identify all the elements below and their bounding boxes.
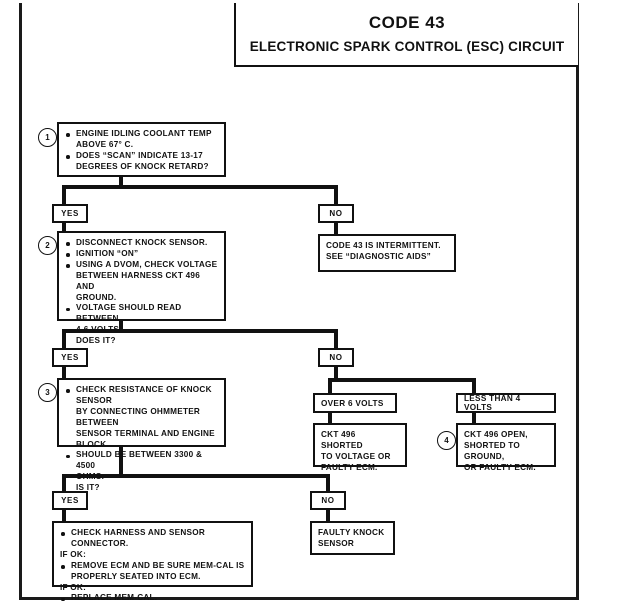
step-4-line-3: OR FAULTY ECM. bbox=[464, 462, 536, 472]
connector-yes1-to-step2 bbox=[62, 223, 66, 237]
step-2-line-8: DOES IT? bbox=[76, 336, 116, 346]
connector-rail1-yes-down bbox=[62, 185, 66, 205]
step-3-line-4: SHOULD BE BETWEEN 3300 & 4500 bbox=[65, 450, 218, 472]
page-frame-bottom-rule bbox=[19, 597, 579, 600]
outcome-intermittent-box: CODE 43 IS INTERMITTENT. SEE “DIAGNOSTIC… bbox=[318, 234, 456, 272]
step-3-box: CHECK RESISTANCE OF KNOCK SENSOR BY CONN… bbox=[57, 378, 226, 492]
outcome-faulty-knock-sensor-list: FAULTY KNOCK SENSOR bbox=[318, 528, 387, 550]
step-2-line-2: IGNITION “ON” bbox=[65, 249, 218, 260]
step-1-line-1: ENGINE IDLING COOLANT TEMP bbox=[65, 129, 218, 140]
plate-over-6-volts: OVER 6 VOLTS bbox=[313, 393, 397, 413]
step-3-line-3: SENSOR TERMINAL AND ENGINE BLOCK bbox=[76, 428, 215, 449]
step-2-box: DISCONNECT KNOCK SENSOR. IGNITION “ON” U… bbox=[57, 231, 226, 345]
outcome-shorted-voltage-line-3: FAULTY ECM. bbox=[321, 462, 378, 472]
outcome-faulty-knock-sensor-line-2: SENSOR bbox=[318, 538, 355, 548]
step-3-list: CHECK RESISTANCE OF KNOCK SENSOR BY CONN… bbox=[65, 385, 218, 494]
final-action-line-3: REMOVE ECM AND BE SURE MEM-CAL IS bbox=[60, 561, 245, 572]
connector-yes3-to-final bbox=[62, 510, 66, 522]
step-number-4: 4 bbox=[437, 431, 456, 450]
outcome-intermittent-line-1: CODE 43 IS INTERMITTENT. bbox=[326, 241, 441, 250]
branch-yes-3: YES bbox=[52, 491, 88, 510]
connector-over6-to-outcome bbox=[328, 412, 332, 424]
final-action-line-1: CHECK HARNESS AND SENSOR CONNECTOR. bbox=[60, 528, 245, 550]
step-1-line-2: ABOVE 67° C. bbox=[76, 139, 134, 149]
connector-rail2-no-down bbox=[334, 329, 338, 349]
final-action-line-4: PROPERLY SEATED INTO ECM. bbox=[71, 571, 201, 581]
connector-rail-3 bbox=[62, 474, 330, 478]
connector-rail2-yes-down bbox=[62, 329, 66, 349]
step-2-list: DISCONNECT KNOCK SENSOR. IGNITION “ON” U… bbox=[65, 238, 218, 347]
step-2-line-4: BETWEEN HARNESS CKT 496 AND bbox=[76, 270, 201, 291]
connector-step1-down bbox=[119, 176, 123, 188]
connector-split-right-down bbox=[472, 378, 476, 394]
step-4-line-1: CKT 496 OPEN, bbox=[464, 430, 528, 439]
connector-step3-down bbox=[119, 446, 123, 474]
connector-yes2-to-step3 bbox=[62, 367, 66, 381]
step-3-line-5: OHMS. bbox=[76, 472, 105, 482]
page-frame-right-rule bbox=[576, 3, 579, 600]
step-1-box: ENGINE IDLING COOLANT TEMP ABOVE 67° C. … bbox=[57, 122, 226, 177]
step-number-3: 3 bbox=[38, 383, 57, 402]
connector-no1-to-intermittent bbox=[334, 223, 338, 235]
step-1-list: ENGINE IDLING COOLANT TEMP ABOVE 67° C. … bbox=[65, 129, 218, 173]
step-2-line-1: DISCONNECT KNOCK SENSOR. bbox=[65, 238, 218, 249]
branch-no-1: NO bbox=[318, 204, 354, 223]
branch-yes-2: YES bbox=[52, 348, 88, 367]
step-2-line-3: USING A DVOM, CHECK VOLTAGE bbox=[65, 260, 218, 271]
branch-no-2: NO bbox=[318, 348, 354, 367]
outcome-shorted-voltage-list: CKT 496 SHORTED TO VOLTAGE OR FAULTY ECM… bbox=[321, 430, 399, 474]
step-3-line-6: IS IT? bbox=[76, 483, 100, 493]
outcome-intermittent-list: CODE 43 IS INTERMITTENT. SEE “DIAGNOSTIC… bbox=[326, 241, 448, 263]
step-number-2: 2 bbox=[38, 236, 57, 255]
branch-yes-1: YES bbox=[52, 204, 88, 223]
outcome-intermittent-line-2: SEE “DIAGNOSTIC AIDS” bbox=[326, 251, 432, 261]
connector-rail-1 bbox=[62, 185, 338, 189]
outcome-faulty-knock-sensor-line-1: FAULTY KNOCK bbox=[318, 528, 385, 537]
connector-no3-to-faulty bbox=[326, 510, 330, 522]
connector-step2-down bbox=[119, 320, 123, 332]
final-actions-list: CHECK HARNESS AND SENSOR CONNECTOR. IF O… bbox=[60, 528, 245, 604]
connector-rail-2 bbox=[62, 329, 338, 333]
step-3-line-2: BY CONNECTING OHMMETER BETWEEN bbox=[76, 406, 201, 427]
step-4-box: CKT 496 OPEN, SHORTED TO GROUND, OR FAUL… bbox=[456, 423, 556, 472]
final-action-line-6: REPLACE MEM-CAL. bbox=[60, 593, 245, 604]
step-4-line-2: SHORTED TO GROUND, bbox=[464, 440, 521, 461]
outcome-shorted-voltage-box: CKT 496 SHORTED TO VOLTAGE OR FAULTY ECM… bbox=[313, 423, 407, 472]
step-number-1: 1 bbox=[38, 128, 57, 147]
connector-rail-voltage-split bbox=[328, 378, 476, 382]
connector-split-left-down bbox=[328, 378, 332, 394]
outcome-shorted-voltage-line-1: CKT 496 SHORTED bbox=[321, 430, 363, 450]
final-action-line-5: IF OK: bbox=[60, 582, 87, 592]
plate-less-than-4-volts: LESS THAN 4 VOLTS bbox=[456, 393, 556, 413]
outcome-faulty-knock-sensor-box: FAULTY KNOCK SENSOR bbox=[310, 521, 395, 555]
step-1-line-4: DEGREES OF KNOCK RETARD? bbox=[76, 161, 209, 171]
connector-less4-to-outcome bbox=[472, 412, 476, 424]
code-title: CODE 43 bbox=[368, 12, 446, 32]
title-banner: CODE 43 ELECTRONIC SPARK CONTROL (ESC) C… bbox=[234, 3, 578, 67]
connector-rail3-yes-down bbox=[62, 474, 66, 492]
step-2-line-7: 4-6 VOLTS. bbox=[76, 325, 122, 335]
outcome-shorted-voltage-line-2: TO VOLTAGE OR bbox=[321, 451, 391, 461]
page-frame-left-rule bbox=[19, 3, 22, 600]
final-actions-box: CHECK HARNESS AND SENSOR CONNECTOR. IF O… bbox=[52, 521, 253, 602]
connector-rail3-no-down bbox=[326, 474, 330, 492]
circuit-subtitle: ELECTRONIC SPARK CONTROL (ESC) CIRCUIT bbox=[249, 39, 565, 55]
step-3-line-1: CHECK RESISTANCE OF KNOCK SENSOR bbox=[65, 385, 218, 407]
connector-no2-down bbox=[334, 367, 338, 381]
branch-no-3: NO bbox=[310, 491, 346, 510]
final-action-line-2: IF OK: bbox=[60, 549, 87, 559]
step-2-line-6: VOLTAGE SHOULD READ BETWEEN bbox=[65, 303, 218, 325]
step-4-list: CKT 496 OPEN, SHORTED TO GROUND, OR FAUL… bbox=[464, 430, 548, 474]
step-2-line-5: GROUND. bbox=[76, 292, 117, 302]
connector-rail1-no-down bbox=[334, 185, 338, 205]
step-1-line-3: DOES “SCAN” INDICATE 13-17 bbox=[65, 151, 218, 162]
